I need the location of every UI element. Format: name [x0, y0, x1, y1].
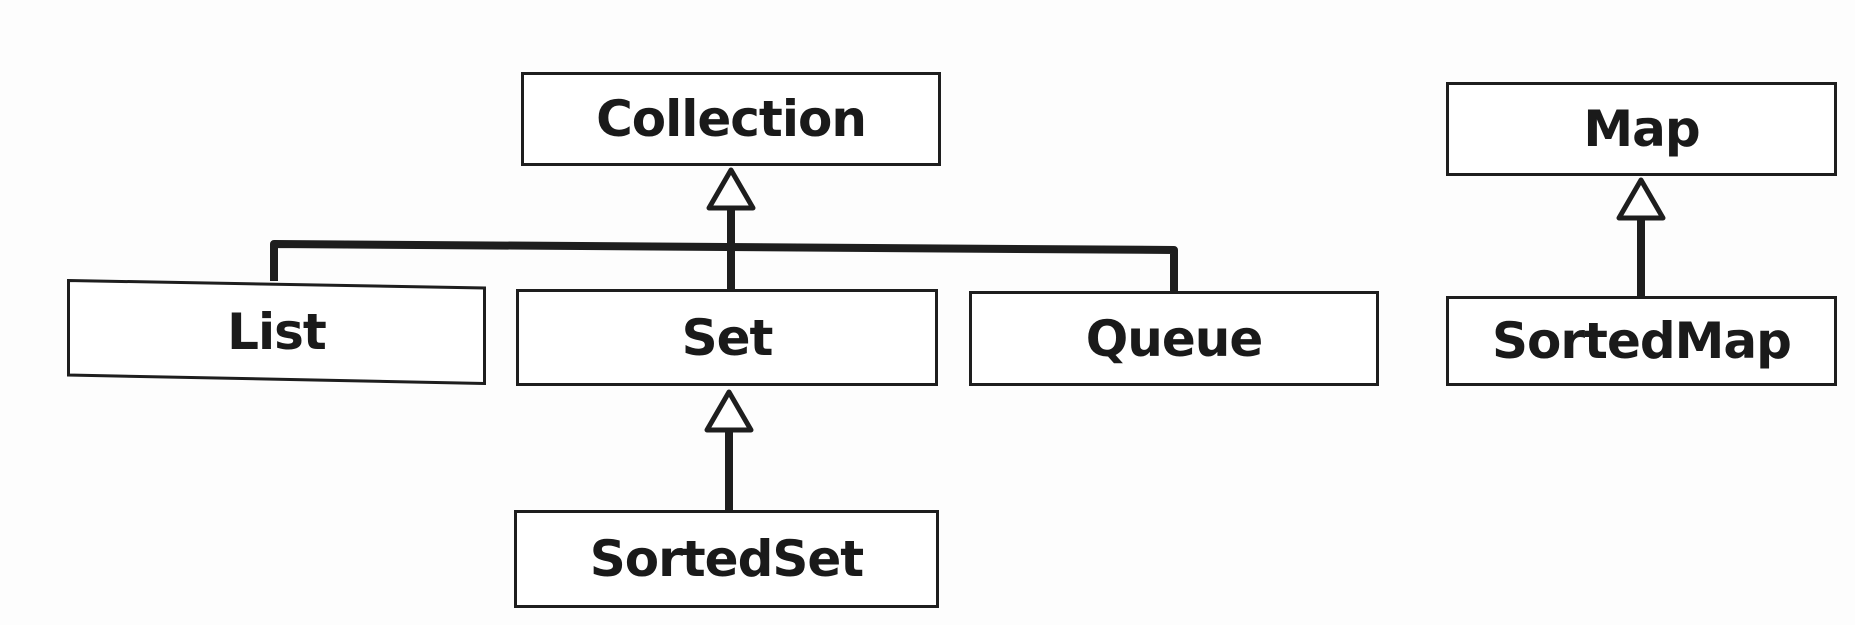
node-sortedset: SortedSet — [514, 510, 939, 608]
node-label-list: List — [227, 303, 327, 361]
node-label-sortedset: SortedSet — [589, 530, 864, 588]
node-label-set: Set — [681, 308, 774, 367]
node-map: Map — [1446, 82, 1837, 176]
generalization-arrowhead-map — [1616, 177, 1666, 221]
node-collection: Collection — [521, 72, 941, 166]
generalization-arrowhead-collection — [706, 167, 756, 211]
node-set: Set — [516, 289, 938, 386]
node-label-map: Map — [1583, 100, 1700, 158]
node-list-outline — [67, 279, 486, 385]
node-label-collection: Collection — [596, 90, 867, 148]
node-queue: Queue — [969, 291, 1379, 386]
edge-bus-collection — [270, 240, 1178, 291]
node-label-sortedmap: SortedMap — [1492, 312, 1792, 370]
node-label-queue: Queue — [1085, 309, 1264, 368]
node-sortedmap: SortedMap — [1446, 296, 1837, 386]
generalization-arrowhead-set — [704, 389, 754, 433]
node-list: List — [67, 279, 486, 385]
